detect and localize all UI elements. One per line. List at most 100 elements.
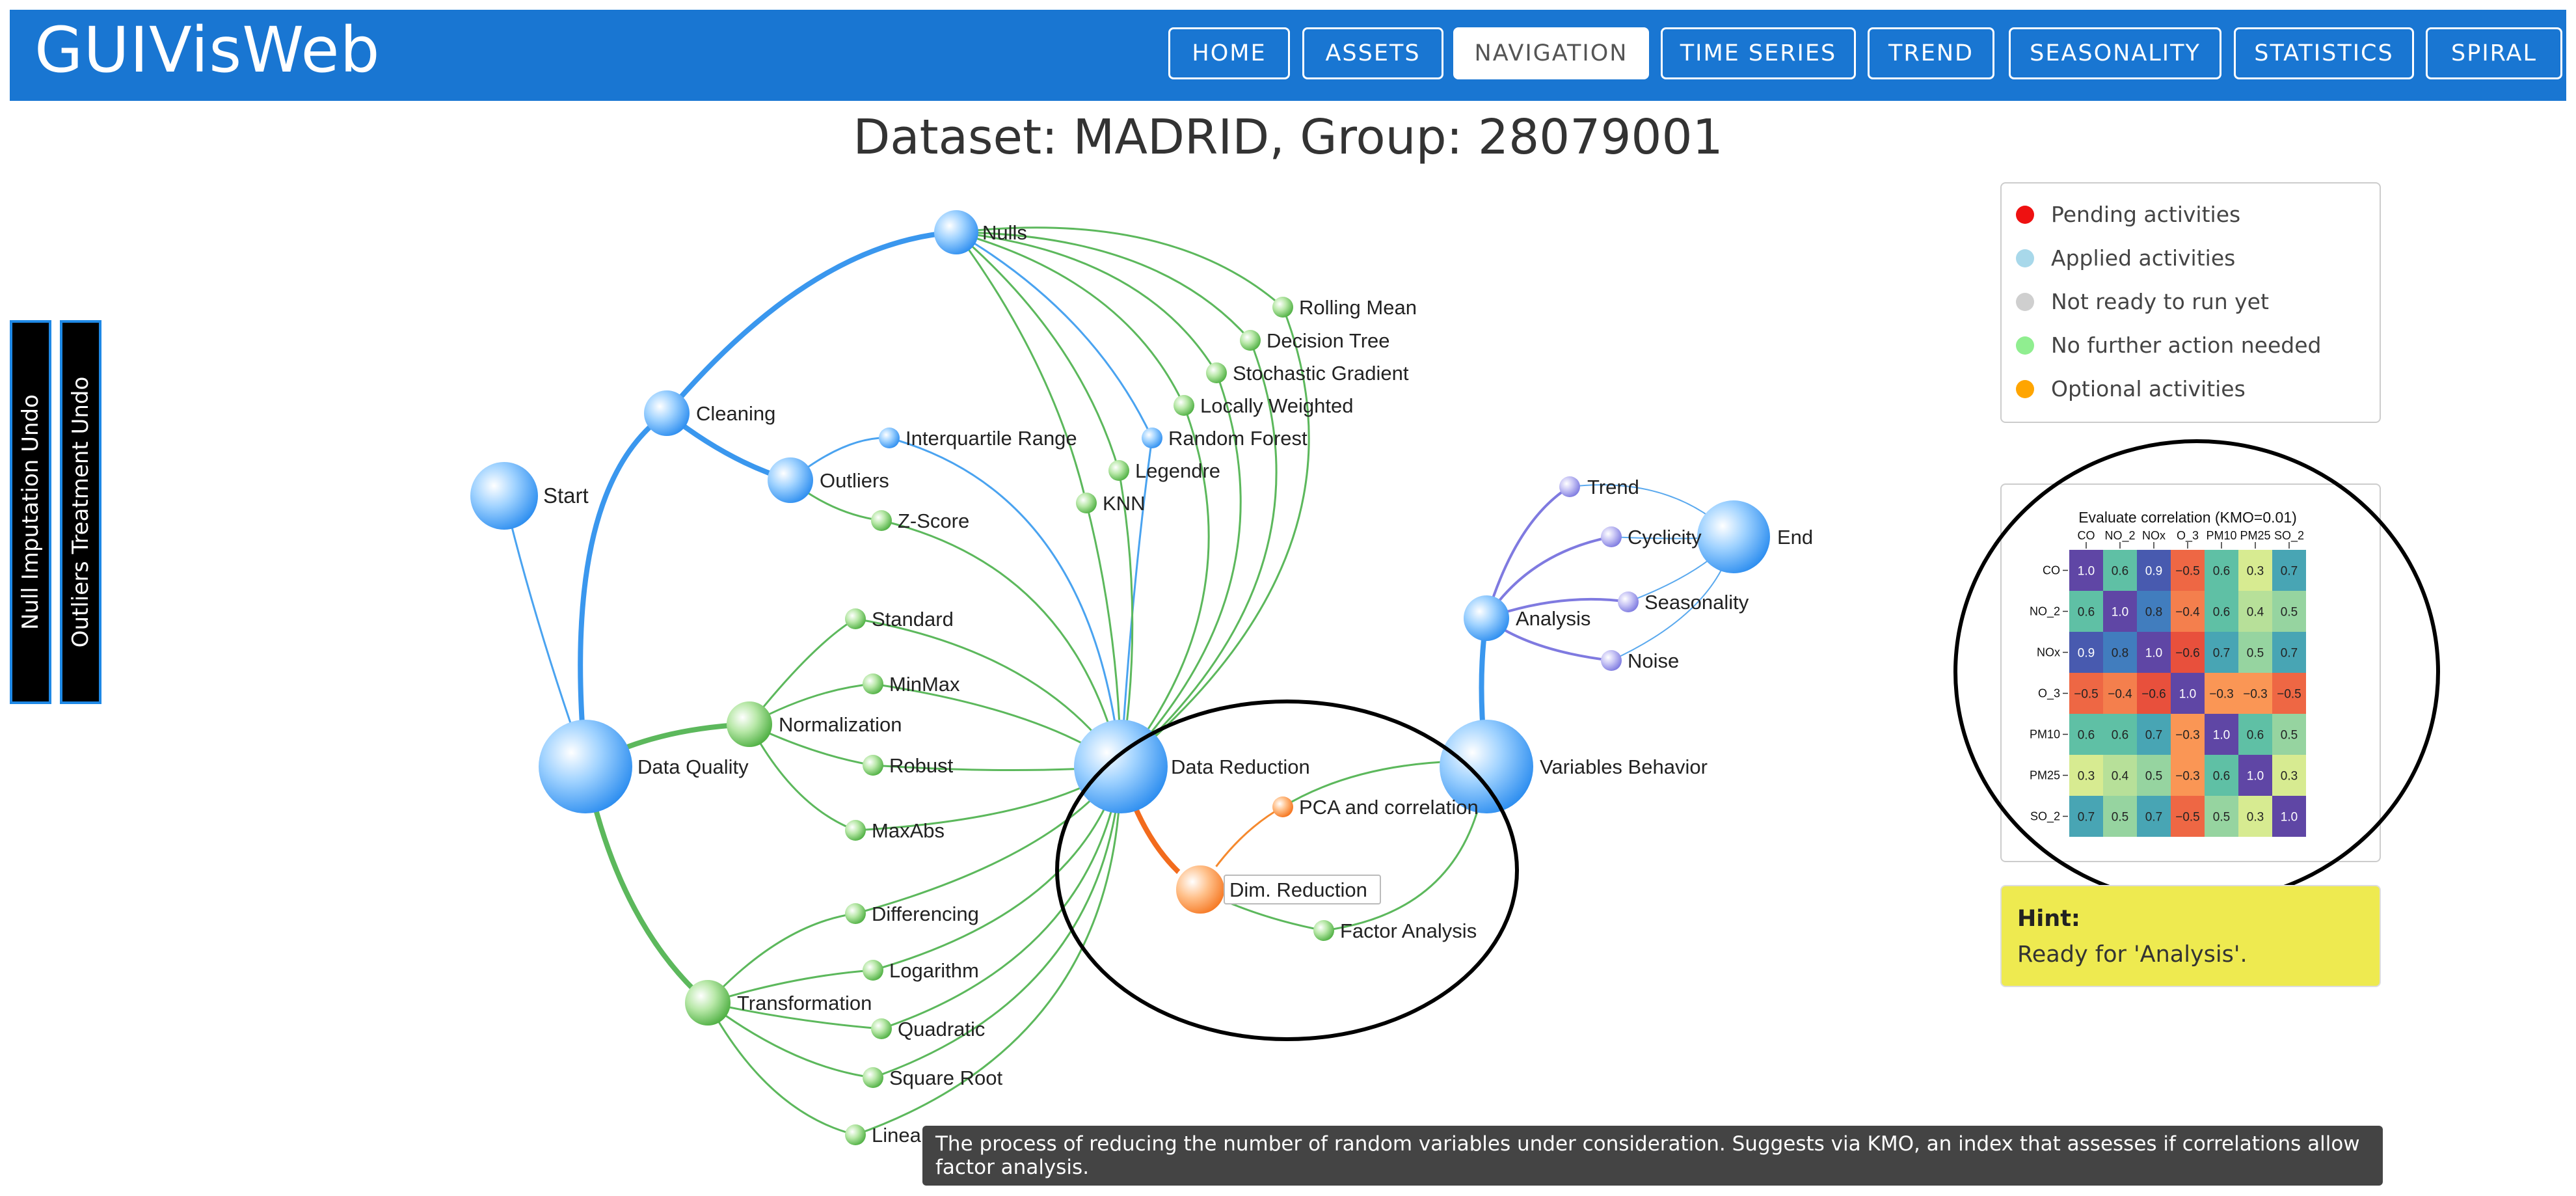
legend-item-no-action: No further action needed	[2016, 333, 2321, 358]
heatmap-cell	[2137, 632, 2171, 673]
node-cleaning[interactable]	[644, 390, 690, 436]
heatmap-cell	[2171, 550, 2205, 591]
heatmap-cell-label: 0.7	[2281, 565, 2298, 578]
heatmap-cell-label: 0.8	[2145, 606, 2162, 619]
label-data-reduction: Data Reduction	[1171, 755, 1310, 778]
node-locally-weighted[interactable]	[1174, 395, 1194, 416]
heatmap-cell	[2272, 632, 2306, 673]
node-zscore[interactable]	[871, 510, 892, 531]
link-transf-differencing	[706, 912, 856, 1004]
heatmap-xtick-label: SO_2	[2274, 529, 2304, 543]
node-robust[interactable]	[863, 755, 883, 776]
nav-home[interactable]: HOME	[1168, 27, 1290, 79]
link-analysis-trend	[1485, 485, 1571, 619]
node-rolling-mean[interactable]	[1272, 297, 1293, 318]
outliers-treatment-undo-button[interactable]: Outliers Treatment Undo	[60, 320, 101, 704]
heatmap-cell	[2103, 591, 2137, 632]
node-minmax[interactable]	[863, 673, 883, 694]
node-outliers[interactable]	[768, 457, 813, 503]
nav-spiral[interactable]: SPIRAL	[2426, 27, 2562, 79]
node-data-quality[interactable]	[539, 720, 632, 813]
heatmap-cell	[2171, 591, 2205, 632]
label-maxabs: MaxAbs	[872, 819, 945, 842]
node-legendre[interactable]	[1108, 460, 1129, 481]
node-quadratic[interactable]	[871, 1018, 892, 1039]
heatmap-cell-label: 0.5	[2213, 811, 2230, 824]
node-differencing[interactable]	[845, 903, 866, 924]
heatmap-cell-label: 0.7	[2213, 647, 2230, 660]
dim-reduction-label-box	[1224, 875, 1381, 904]
heatmap-cell	[2205, 632, 2238, 673]
heatmap-cell	[2205, 755, 2238, 796]
node-noise[interactable]	[1601, 650, 1622, 671]
heatmap-cell	[2238, 755, 2272, 796]
node-tooltip: The process of reducing the number of ra…	[922, 1126, 2383, 1186]
node-variables-behavior[interactable]	[1440, 720, 1533, 813]
heatmap-cell-label: −0.4	[2108, 688, 2132, 701]
node-start[interactable]	[470, 462, 538, 530]
node-normalization[interactable]	[727, 701, 772, 747]
label-standard: Standard	[872, 608, 954, 631]
graph-labels: Start Cleaning Nulls Outliers Interquart…	[543, 221, 1813, 1147]
node-data-reduction[interactable]	[1074, 720, 1168, 813]
heatmap-cell-label: 0.6	[2112, 729, 2128, 742]
heatmap-cell	[2272, 591, 2306, 632]
node-random-forest[interactable]	[1142, 428, 1162, 448]
label-nulls: Nulls	[982, 221, 1027, 244]
heatmap-cell	[2069, 796, 2103, 837]
node-analysis[interactable]	[1464, 595, 1509, 641]
brand-logo[interactable]: GUIVisWeb	[34, 14, 381, 87]
nav-navigation[interactable]: NAVIGATION	[1453, 27, 1649, 79]
heatmap-cell-label: 1.0	[2145, 647, 2162, 660]
heatmap-cell-label: 1.0	[2112, 606, 2128, 619]
link-nulls-randomforest	[956, 231, 1153, 439]
label-rolling-mean: Rolling Mean	[1299, 296, 1417, 319]
heatmap-cell-label: 0.6	[2213, 606, 2230, 619]
heatmap-cell	[2272, 714, 2306, 755]
heatmap-cell	[2137, 673, 2171, 714]
nav-time-series[interactable]: TIME SERIES	[1661, 27, 1856, 79]
heatmap-cell-label: −0.4	[2175, 606, 2200, 619]
node-decision-tree[interactable]	[1240, 330, 1261, 351]
node-knn[interactable]	[1076, 493, 1097, 513]
node-iqr[interactable]	[879, 428, 900, 448]
heatmap-cell-label: 0.6	[2213, 565, 2230, 578]
node-factor-analysis[interactable]	[1313, 920, 1334, 941]
heatmap-cell-label: 0.5	[2281, 729, 2298, 742]
nav-assets[interactable]: ASSETS	[1302, 27, 1443, 79]
null-imputation-undo-button[interactable]: Null Imputation Undo	[10, 320, 51, 704]
nav-statistics[interactable]: STATISTICS	[2234, 27, 2414, 79]
heatmap-xtick-label: CO	[2078, 529, 2095, 542]
link-locally-datareduction	[1120, 405, 1210, 767]
heatmap-cell	[2238, 714, 2272, 755]
node-maxabs[interactable]	[845, 820, 866, 841]
node-cyclicity[interactable]	[1601, 526, 1622, 547]
node-logarithm[interactable]	[863, 960, 883, 981]
heatmap-cell	[2103, 632, 2137, 673]
heatmap-cell	[2137, 550, 2171, 591]
label-data-quality: Data Quality	[637, 755, 749, 778]
heatmap-cell-label: 0.7	[2281, 647, 2298, 660]
node-seasonality[interactable]	[1618, 591, 1639, 612]
node-trend[interactable]	[1559, 476, 1580, 497]
node-stochastic-gradient[interactable]	[1206, 362, 1227, 383]
heatmap-cell-label: 0.9	[2145, 565, 2162, 578]
node-end[interactable]	[1697, 500, 1770, 573]
heatmap-cell	[2069, 591, 2103, 632]
nav-seasonality[interactable]: SEASONALITY	[2009, 27, 2221, 79]
node-pca[interactable]	[1272, 796, 1293, 817]
link-norm-standard	[748, 618, 856, 725]
node-transformation[interactable]	[685, 980, 731, 1026]
label-analysis: Analysis	[1516, 607, 1590, 630]
node-standard[interactable]	[845, 608, 866, 629]
node-dim-reduction[interactable]	[1172, 862, 1228, 917]
node-linear[interactable]	[845, 1124, 866, 1145]
node-square-root[interactable]	[863, 1067, 883, 1088]
heatmap-cell-label: 0.7	[2145, 811, 2162, 824]
node-nulls[interactable]	[934, 210, 978, 254]
heatmap-cell	[2137, 796, 2171, 837]
heatmap-cell	[2171, 755, 2205, 796]
heatmap-cell	[2205, 714, 2238, 755]
nav-trend[interactable]: TREND	[1868, 27, 1994, 79]
